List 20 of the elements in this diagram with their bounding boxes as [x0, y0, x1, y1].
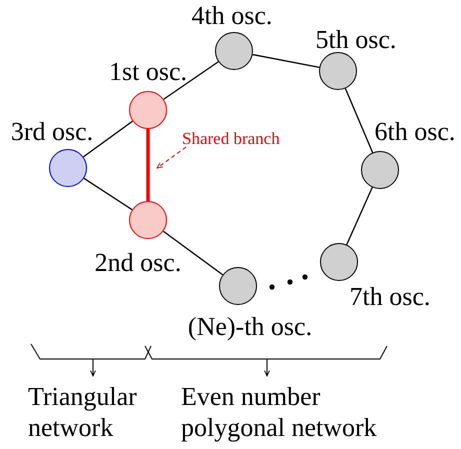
network-label: Even number polygonal network: [181, 381, 378, 444]
connection-line: [346, 187, 373, 245]
oscillator-label: 1st osc.: [109, 59, 187, 85]
oscillator-label: 7th osc.: [350, 284, 430, 310]
network-label: Triangular network: [28, 381, 138, 444]
oscillator-label: 3rd osc.: [10, 119, 94, 145]
connection-line: [163, 61, 219, 100]
oscillator-label: 2nd osc.: [94, 250, 182, 276]
connection-line: [344, 88, 374, 153]
connection-line: [162, 230, 224, 276]
oscillator-label: (Ne)-th osc.: [188, 314, 312, 340]
connection-line: [83, 120, 133, 158]
oscillator-label: 4th osc.: [192, 3, 272, 29]
oscillator-label: 5th osc.: [316, 27, 396, 53]
leader-line: [156, 146, 186, 168]
connection-line: [252, 54, 320, 68]
oscillator-label: 6th osc.: [374, 119, 456, 145]
annotation-text: Shared branch: [182, 130, 280, 147]
connection-line: [84, 178, 132, 210]
connection-line: [146, 129, 150, 201]
